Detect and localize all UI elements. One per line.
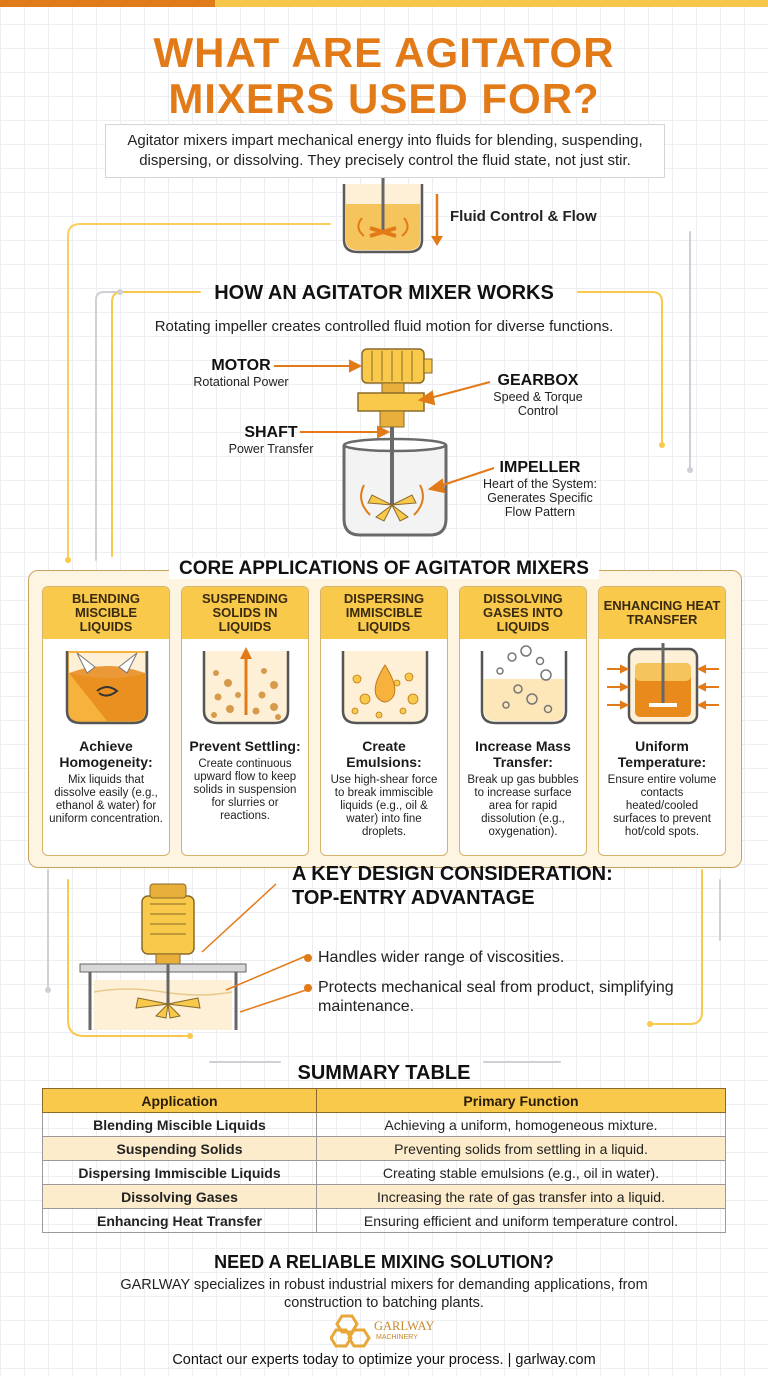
table-row: Dispersing Immiscible Liquids Creating s…: [42, 1160, 726, 1185]
contact-footer[interactable]: Contact our experts today to optimize yo…: [172, 1352, 596, 1368]
table-cell-application: Blending Miscible Liquids: [42, 1112, 317, 1137]
card-subtitle: Prevent Settling:: [189, 738, 301, 754]
motor-desc: Rotational Power: [193, 375, 289, 389]
motor-label: MOTOR Rotational Power: [176, 357, 306, 389]
table-cell-application: Suspending Solids: [42, 1136, 317, 1161]
shaft-name: SHAFT: [244, 424, 298, 441]
intro-text: Agitator mixers impart mechanical energy…: [105, 124, 665, 178]
card-heading: SUSPENDING SOLIDS IN LIQUIDS: [182, 587, 308, 639]
part-pointer-arrows: [274, 359, 495, 494]
title-text: WHAT ARE AGITATOR MIXERS USED FOR?: [153, 29, 615, 122]
gearbox-name: GEARBOX: [497, 372, 579, 389]
card-subtitle: Create Emulsions:: [346, 738, 422, 770]
design-title-line-1: A KEY DESIGN CONSIDERATION:: [292, 863, 613, 885]
logo-subtext: MACHINERY: [376, 1334, 418, 1341]
card-description: Break up gas bubbles to increase surface…: [467, 774, 579, 838]
impeller-desc: Heart of the System: Generates Specific …: [483, 477, 597, 519]
card-heading: BLENDING MISCIBLE LIQUIDS: [43, 587, 169, 639]
card-description: Ensure entire volume contacts heated/coo…: [607, 774, 717, 838]
application-card-dissolving: DISSOLVING GASES INTO LIQUIDS Increase M…: [459, 586, 587, 856]
table-cell-function: Ensuring efficient and uniform temperatu…: [316, 1208, 726, 1233]
column-header-application: Application: [42, 1088, 317, 1113]
summary-table-title: SUMMARY TABLE: [297, 1062, 471, 1084]
gas-bubbles-beaker-icon: [460, 639, 586, 735]
fluid-control-beaker-icon: [342, 178, 443, 254]
fluid-control-label: Fluid Control & Flow: [450, 208, 597, 225]
impeller-name: IMPELLER: [499, 459, 581, 476]
agitator-mixer-diagram: [342, 348, 448, 537]
garlway-logo: GARLWAY MACHINERY: [330, 1314, 442, 1348]
card-heading: DISPERSING IMMISCIBLE LIQUIDS: [321, 587, 447, 639]
application-card-blending: BLENDING MISCIBLE LIQUIDS Achieve Homoge…: [42, 586, 170, 856]
shaft-desc: Power Transfer: [228, 442, 314, 456]
table-row: Blending Miscible Liquids Achieving a un…: [42, 1112, 726, 1137]
top-accent-bar: [0, 0, 768, 7]
table-row: Enhancing Heat Transfer Ensuring efficie…: [42, 1208, 726, 1233]
column-header-primary-function: Primary Function: [316, 1088, 726, 1113]
card-subtitle: Uniform Temperature:: [617, 738, 707, 770]
emulsion-beaker-icon: [321, 639, 447, 735]
card-description: Create continuous upward flow to keep so…: [193, 758, 297, 822]
table-cell-function: Preventing solids from settling in a liq…: [316, 1136, 726, 1161]
table-cell-function: Increasing the rate of gas transfer into…: [316, 1184, 726, 1209]
core-applications-title-text: CORE APPLICATIONS OF AGITATOR MIXERS: [169, 558, 599, 579]
core-applications-title: CORE APPLICATIONS OF AGITATOR MIXERS: [0, 558, 768, 580]
application-card-heat-transfer: ENHANCING HEAT TRANSFER Uniform Temperat…: [598, 586, 726, 856]
table-row: Dissolving Gases Increasing the rate of …: [42, 1184, 726, 1209]
card-subtitle: Achieve Homogeneity:: [59, 738, 153, 770]
page-title: WHAT ARE AGITATOR MIXERS USED FOR?: [0, 30, 768, 122]
summary-table: Application Primary Function Blending Mi…: [42, 1088, 726, 1233]
how-it-works-subtitle: Rotating impeller creates controlled flu…: [154, 318, 614, 335]
how-it-works-title: HOW AN AGITATOR MIXER WORKS: [214, 282, 554, 304]
shaft-label: SHAFT Power Transfer: [206, 424, 336, 456]
card-description: Use high-shear force to break immiscible…: [330, 774, 438, 838]
table-row: Suspending Solids Preventing solids from…: [42, 1136, 726, 1161]
design-title-line-2: TOP-ENTRY ADVANTAGE: [292, 887, 535, 909]
motor-name: MOTOR: [211, 357, 271, 374]
hexagon-logo-icon: [330, 1314, 371, 1348]
card-heading: ENHANCING HEAT TRANSFER: [599, 587, 725, 639]
design-bullet-viscosities: Handles wider range of viscosities.: [304, 948, 718, 967]
design-consideration-title: A KEY DESIGN CONSIDERATION: TOP-ENTRY AD…: [292, 862, 613, 910]
suspension-beaker-icon: [182, 639, 308, 735]
table-cell-function: Creating stable emulsions (e.g., oil in …: [316, 1160, 726, 1185]
gearbox-desc: Speed & Torque Control: [493, 390, 583, 418]
cta-title: NEED A RELIABLE MIXING SOLUTION?: [214, 1252, 554, 1272]
top-entry-mixer-illustration: [79, 883, 313, 1030]
heated-tank-icon: [599, 639, 725, 735]
impeller-shape: [367, 494, 417, 522]
blending-beaker-icon: [43, 639, 169, 735]
cta-text-body: GARLWAY specializes in robust industrial…: [120, 1277, 648, 1311]
application-card-suspending: SUSPENDING SOLIDS IN LIQUIDS Prevent Set…: [181, 586, 309, 856]
card-subtitle: Increase Mass Transfer:: [475, 738, 571, 770]
cta-text: GARLWAY specializes in robust industrial…: [0, 1276, 768, 1312]
design-bullet-seal: Protects mechanical seal from product, s…: [304, 978, 698, 1016]
table-cell-application: Enhancing Heat Transfer: [42, 1208, 317, 1233]
table-cell-application: Dissolving Gases: [42, 1184, 317, 1209]
table-cell-application: Dispersing Immiscible Liquids: [42, 1160, 317, 1185]
application-card-dispersing: DISPERSING IMMISCIBLE LIQUIDS Create Emu…: [320, 586, 448, 856]
gearbox-label: GEARBOX Speed & Torque Control: [478, 372, 598, 418]
card-heading: DISSOLVING GASES INTO LIQUIDS: [460, 587, 586, 639]
table-cell-function: Achieving a uniform, homogeneous mixture…: [316, 1112, 726, 1137]
logo-text: GARLWAY: [374, 1319, 435, 1333]
impeller-label: IMPELLER Heart of the System: Generates …: [470, 459, 610, 519]
table-header-row: Application Primary Function: [42, 1088, 726, 1113]
card-description: Mix liquids that dissolve easily (e.g., …: [49, 774, 163, 825]
